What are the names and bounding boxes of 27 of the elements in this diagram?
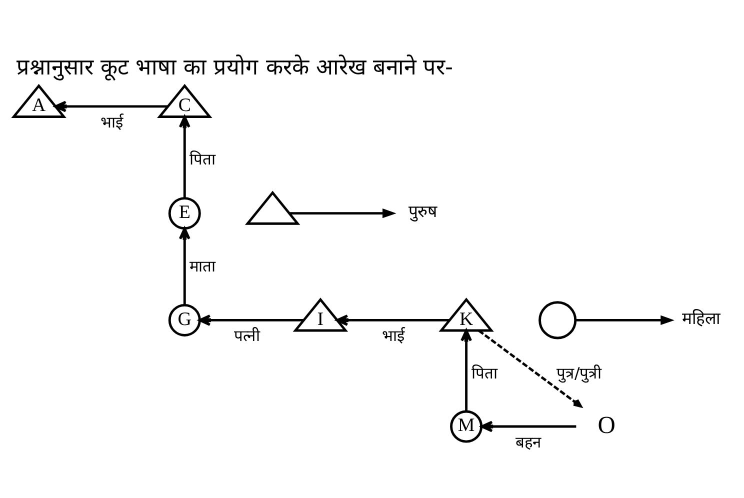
- edge-label: पिता: [470, 364, 497, 382]
- edge-label: भाई: [100, 112, 124, 131]
- edge-label: बहन: [515, 432, 542, 451]
- arrow: [460, 328, 472, 411]
- arrow: [178, 226, 190, 304]
- arrow: [288, 208, 396, 218]
- arrow: [335, 314, 449, 326]
- arrow: [575, 314, 674, 325]
- node-text: O: [597, 411, 615, 438]
- edge-label: भाई: [382, 326, 405, 345]
- node-text: महिला: [682, 308, 720, 328]
- diagram-title: प्रश्नानुसार कूट भाषा का प्रयोग करके आरेख बनाने पर-: [16, 54, 453, 80]
- node-text: पुरुष: [408, 202, 437, 221]
- arrow: [198, 314, 304, 326]
- edge-label: पिता: [189, 150, 216, 168]
- node-circle: M: [450, 410, 482, 442]
- edge-label: पत्नी: [234, 326, 260, 345]
- edge-label: पुत्र/पुत्री: [556, 364, 602, 382]
- arrow: [178, 115, 190, 198]
- node-circle: G: [168, 303, 200, 336]
- node-triangle: [244, 190, 300, 224]
- node-circle: E: [168, 196, 200, 230]
- arrow: [478, 329, 582, 408]
- node-circle: [538, 300, 576, 339]
- arrow: [54, 100, 168, 112]
- edge-label: माता: [189, 256, 216, 275]
- arrow: [480, 420, 576, 432]
